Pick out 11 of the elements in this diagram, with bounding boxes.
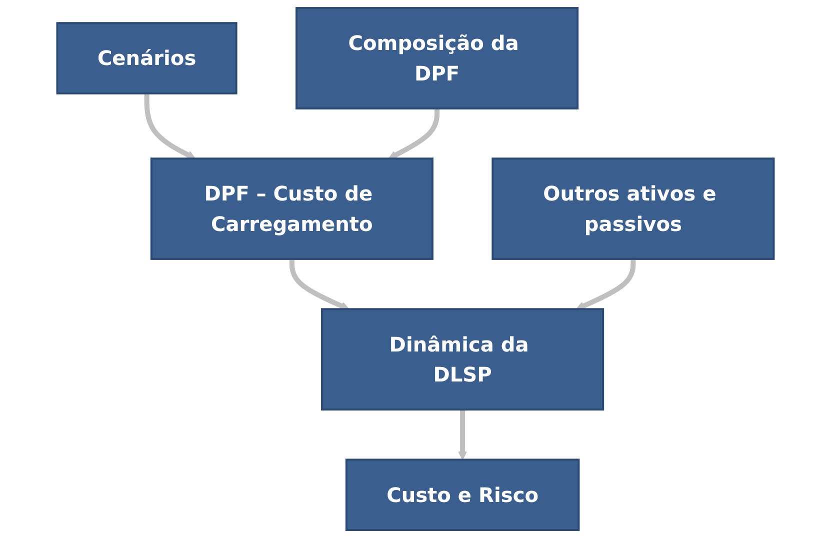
arrow [576,258,636,310]
node-box: Composição da DPF [296,7,579,110]
arrow [289,258,350,310]
node-box: Dinâmica da DLSP [321,308,604,411]
node-box: DPF – Custo de Carregamento [150,158,434,260]
node-box: Cenários [56,22,238,94]
node-box: Custo e Risco [345,458,580,531]
node-box: Outros ativos e passivos [492,158,775,260]
arrow [144,93,196,159]
arrow [388,108,440,159]
arrow [458,410,467,460]
